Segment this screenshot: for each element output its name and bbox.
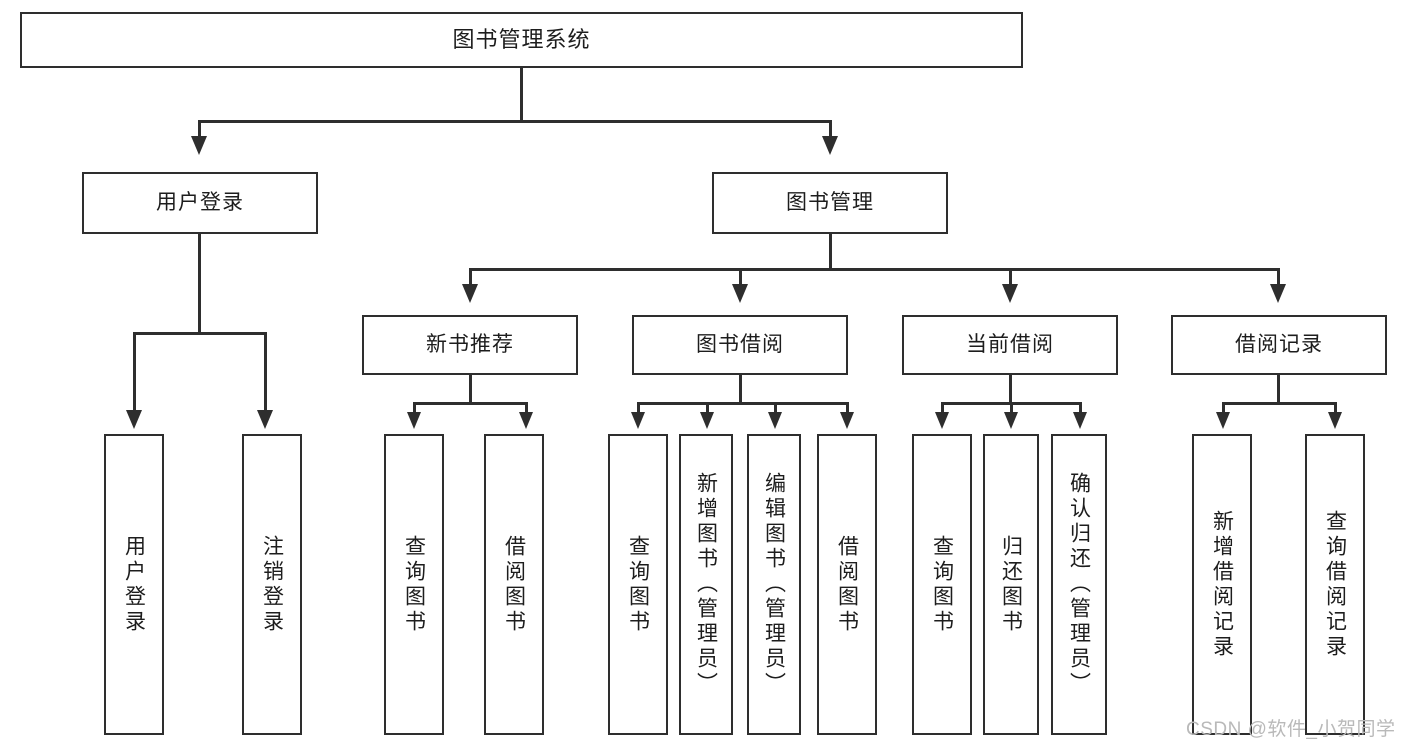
connector-br-drop-1: [1222, 402, 1225, 414]
connector-nbr-bus: [413, 402, 527, 405]
node-label: 用户登录: [156, 190, 244, 214]
connector-user-login-drop-2: [264, 332, 267, 412]
connector-user-login-stem: [198, 234, 201, 334]
node-label: 图书管理系统: [452, 27, 591, 53]
node-book-borrow[interactable]: 图书借阅: [632, 315, 848, 375]
arrow-to-leaf-user-login: [126, 410, 142, 429]
leaf-user-login[interactable]: 用户登录: [104, 434, 164, 735]
arrow-to-leaf-br-1: [1216, 412, 1230, 429]
connector-level1-drop-right: [829, 120, 832, 138]
node-root-system[interactable]: 图书管理系统: [20, 12, 1023, 68]
connector-bb-stem: [739, 375, 742, 404]
leaf-add-borrow-record[interactable]: 新增借阅记录: [1192, 434, 1252, 735]
leaf-return-book[interactable]: 归还图书: [983, 434, 1039, 735]
connector-bb-drop-1: [637, 402, 640, 414]
leaf-query-book-bb[interactable]: 查询图书: [608, 434, 668, 735]
arrow-to-book-borrow: [732, 284, 748, 303]
node-label: 借阅图书: [835, 534, 859, 635]
node-label: 借阅图书: [502, 534, 526, 635]
connector-br-bus: [1222, 402, 1336, 405]
connector-bb-bus: [637, 402, 849, 405]
leaf-query-book-nbr[interactable]: 查询图书: [384, 434, 444, 735]
arrow-to-new-book-recommend: [462, 284, 478, 303]
arrow-to-current-borrow: [1002, 284, 1018, 303]
connector-nbr-drop-2: [525, 402, 528, 414]
connector-root-stem: [520, 68, 523, 122]
connector-level2-drop-1: [469, 268, 472, 286]
node-label: 新增图书（管理员）: [694, 472, 718, 697]
node-user-login[interactable]: 用户登录: [82, 172, 318, 234]
connector-level2-drop-3: [1009, 268, 1012, 286]
arrow-to-leaf-bb-4: [840, 412, 854, 429]
node-label: 编辑图书（管理员）: [762, 472, 786, 697]
connector-level2-drop-2: [739, 268, 742, 286]
arrow-to-leaf-bb-2: [700, 412, 714, 429]
leaf-confirm-return-admin[interactable]: 确认归还（管理员）: [1051, 434, 1107, 735]
connector-nbr-stem: [469, 375, 472, 404]
arrow-to-leaf-bb-1: [631, 412, 645, 429]
node-label: 图书管理: [786, 190, 874, 214]
leaf-borrow-book-nbr[interactable]: 借阅图书: [484, 434, 544, 735]
connector-bb-drop-3: [774, 402, 777, 414]
node-new-book-recommend[interactable]: 新书推荐: [362, 315, 578, 375]
leaf-add-book-admin[interactable]: 新增图书（管理员）: [679, 434, 733, 735]
connector-level2-bus: [469, 268, 1279, 271]
node-label: 当前借阅: [966, 332, 1054, 356]
leaf-query-borrow-record[interactable]: 查询借阅记录: [1305, 434, 1365, 735]
arrow-to-leaf-br-2: [1328, 412, 1342, 429]
connector-br-drop-2: [1334, 402, 1337, 414]
connector-book-manage-stem: [829, 234, 832, 270]
arrow-to-user-login: [191, 136, 207, 155]
node-label: 图书借阅: [696, 332, 784, 356]
connector-bb-drop-2: [706, 402, 709, 414]
node-label: 确认归还（管理员）: [1067, 472, 1091, 697]
node-label: 归还图书: [999, 534, 1023, 635]
node-label: 查询借阅记录: [1323, 509, 1347, 660]
connector-cb-stem: [1009, 375, 1012, 404]
connector-bb-drop-4: [846, 402, 849, 414]
node-label: 借阅记录: [1235, 332, 1323, 356]
node-label: 注销登录: [260, 534, 284, 635]
arrow-to-leaf-cb-1: [935, 412, 949, 429]
connector-level1-bus: [198, 120, 832, 123]
arrow-to-leaf-bb-3: [768, 412, 782, 429]
leaf-query-book-cb[interactable]: 查询图书: [912, 434, 972, 735]
connector-level1-drop-left: [198, 120, 201, 138]
connector-user-login-bus: [133, 332, 266, 335]
connector-user-login-drop-1: [133, 332, 136, 412]
leaf-edit-book-admin[interactable]: 编辑图书（管理员）: [747, 434, 801, 735]
node-label: 查询图书: [402, 534, 426, 635]
node-label: 查询图书: [626, 534, 650, 635]
arrow-to-leaf-nbr-1: [407, 412, 421, 429]
connector-br-stem: [1277, 375, 1280, 404]
leaf-logout[interactable]: 注销登录: [242, 434, 302, 735]
connector-cb-drop-3: [1079, 402, 1082, 414]
leaf-borrow-book-bb[interactable]: 借阅图书: [817, 434, 877, 735]
arrow-to-leaf-cb-3: [1073, 412, 1087, 429]
node-borrow-record[interactable]: 借阅记录: [1171, 315, 1387, 375]
arrow-to-leaf-nbr-2: [519, 412, 533, 429]
arrow-to-leaf-logout: [257, 410, 273, 429]
arrow-to-leaf-cb-2: [1004, 412, 1018, 429]
node-label: 新书推荐: [426, 332, 514, 356]
node-book-manage[interactable]: 图书管理: [712, 172, 948, 234]
connector-level2-drop-4: [1277, 268, 1280, 286]
arrow-to-book-manage: [822, 136, 838, 155]
node-label: 新增借阅记录: [1210, 509, 1234, 660]
node-label: 用户登录: [122, 534, 146, 635]
node-label: 查询图书: [930, 534, 954, 635]
node-current-borrow[interactable]: 当前借阅: [902, 315, 1118, 375]
connector-cb-drop-1: [941, 402, 944, 414]
connector-cb-drop-2: [1010, 402, 1013, 414]
connector-nbr-drop-1: [413, 402, 416, 414]
arrow-to-borrow-record: [1270, 284, 1286, 303]
